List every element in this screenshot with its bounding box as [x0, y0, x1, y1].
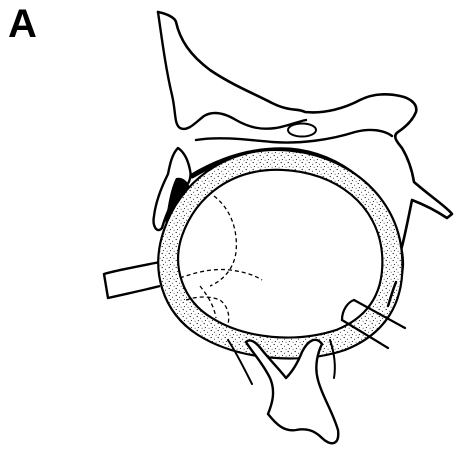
- left-transverse-process: [104, 262, 160, 298]
- inner-disc: [178, 170, 382, 338]
- upper-bone-left-edge: [158, 12, 306, 129]
- small-foramen: [288, 124, 316, 137]
